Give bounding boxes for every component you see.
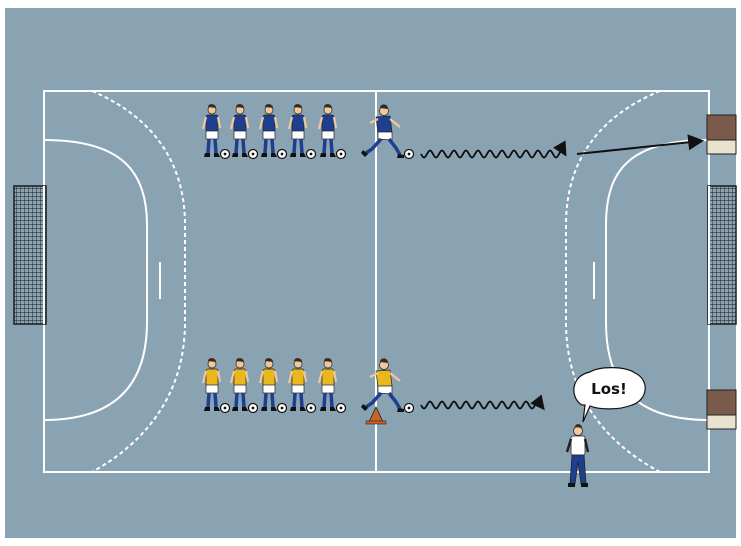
ball-icon [249, 150, 258, 159]
ball-icon [307, 150, 316, 159]
mini-goal-icon [707, 390, 736, 429]
ball-icon [221, 404, 230, 413]
ball-icon [337, 404, 346, 413]
speech-bubble-text: Los! [591, 380, 627, 398]
ball-icon [405, 404, 414, 413]
ball-icon [278, 404, 287, 413]
left-goal-net-icon [14, 186, 46, 324]
ball-icon [405, 150, 414, 159]
ball-icon [249, 404, 258, 413]
ball-icon [337, 150, 346, 159]
mini-goal-icon [707, 115, 736, 154]
ball-icon [221, 150, 230, 159]
right-goal-net-icon [708, 186, 736, 324]
ball-icon [307, 404, 316, 413]
ball-icon [278, 150, 287, 159]
